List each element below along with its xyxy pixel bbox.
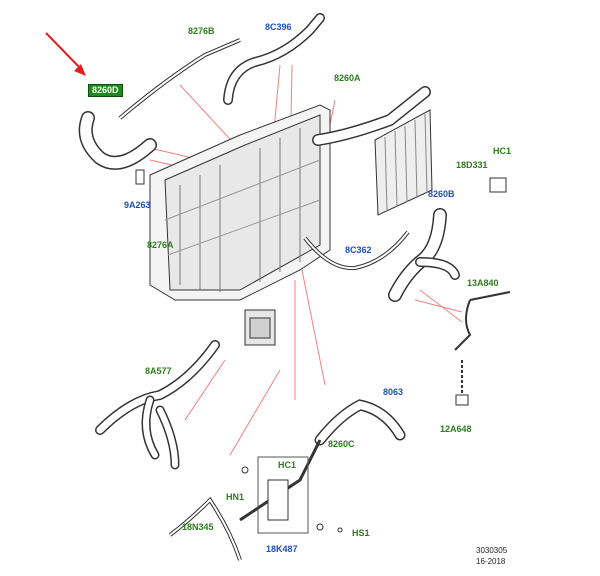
callout-8c396[interactable]: 8C396 (265, 22, 292, 32)
footer-ref-number: 3030305 (476, 546, 508, 555)
intercooler (374, 109, 433, 216)
callout-8a577[interactable]: 8A577 (145, 366, 172, 376)
callout-8c362[interactable]: 8C362 (345, 245, 372, 255)
callout-13a840[interactable]: 13A840 (467, 278, 499, 288)
callout-8260b[interactable]: 8260B (428, 189, 455, 199)
callout-12a648[interactable]: 12A648 (440, 424, 472, 434)
hoses (78, 13, 511, 561)
callout-9a263[interactable]: 9A263 (124, 200, 151, 210)
callout-hc1-mid[interactable]: HC1 (278, 460, 297, 470)
callout-18k487[interactable]: 18K487 (266, 544, 298, 554)
pointer-arrow (45, 32, 86, 76)
callout-18n345[interactable]: 18N345 (182, 522, 214, 532)
radiator-assembly (149, 104, 331, 346)
footer-ref-date: 16-2018 (476, 557, 506, 566)
callout-18d331[interactable]: 18D331 (456, 160, 488, 170)
callout-8276a[interactable]: 8276A (147, 240, 174, 250)
callout-8260d[interactable]: 8260D (88, 84, 123, 97)
callout-8260a[interactable]: 8260A (334, 73, 361, 83)
callout-hs1[interactable]: HS1 (352, 528, 370, 538)
callout-hc1-top[interactable]: HC1 (493, 146, 512, 156)
callout-8260c[interactable]: 8260C (328, 439, 355, 449)
callout-8276b[interactable]: 8276B (188, 26, 215, 36)
callout-8063[interactable]: 8063 (383, 387, 404, 397)
small-parts (135, 169, 507, 534)
callout-hn1[interactable]: HN1 (226, 492, 245, 502)
